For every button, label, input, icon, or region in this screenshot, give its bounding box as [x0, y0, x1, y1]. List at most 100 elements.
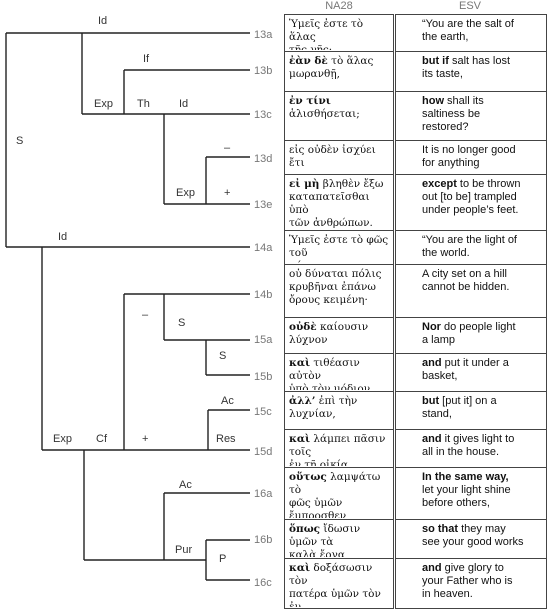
text-segment: to be thrown	[456, 178, 521, 190]
text-segment: τῶν ἀνθρώπων.	[289, 217, 373, 229]
bold-segment: καὶ	[289, 357, 311, 369]
table-column-border	[395, 14, 396, 608]
label-dash-2: –	[142, 309, 149, 321]
text-segment: its taste,	[422, 68, 463, 80]
verse-ref-15c: 15c	[254, 406, 272, 418]
table-row-border	[395, 264, 547, 265]
tree-lines	[5, 32, 250, 581]
verse-ref-16b: 16b	[254, 534, 272, 546]
table-row-border	[395, 174, 547, 175]
text-line: καὶ δοξάσωσιν τὸν	[289, 562, 391, 588]
text-line: “You are the light of	[422, 234, 543, 247]
label-p: P	[219, 553, 226, 565]
text-segment: restored?	[422, 121, 469, 133]
text-segment: [put it] on a	[439, 395, 497, 407]
text-segment: μωρανθῇ,	[289, 68, 340, 80]
text-line: so that they may	[422, 523, 543, 536]
text-line: its taste,	[422, 68, 543, 81]
label-th: Th	[137, 98, 150, 110]
greek-cell-13d: εἰς οὐδὲν ἰσχύει ἔτι	[289, 144, 391, 173]
table-row-border	[284, 353, 394, 354]
text-line: in heaven.	[422, 588, 543, 601]
text-line: ἐὰν δὲ τὸ ἅλας	[289, 55, 391, 68]
text-line: the world.	[422, 247, 543, 260]
text-line: but if salt has lost	[422, 55, 543, 68]
verse-ref-13e: 13e	[254, 199, 272, 211]
table-row-border	[395, 140, 547, 141]
text-segment: εἰς οὐδὲν ἰσχύει ἔτι	[289, 144, 376, 169]
text-line: κρυβῆναι ἐπάνω	[289, 281, 391, 294]
text-segment: all in the house.	[422, 446, 500, 458]
label-plus-1: +	[224, 187, 230, 199]
table-row-border	[284, 467, 394, 468]
text-line: τῶν ἀνθρώπων.	[289, 217, 391, 229]
label-res: Res	[216, 433, 236, 445]
text-segment: let your light shine	[422, 484, 511, 496]
text-segment: “You are the light of	[422, 234, 517, 246]
text-segment: cannot be hidden.	[422, 281, 510, 293]
label-exp-1: Exp	[94, 98, 113, 110]
text-line: saltiness be	[422, 108, 543, 121]
text-line: basket,	[422, 370, 543, 383]
text-line: “You are the salt of	[422, 18, 543, 31]
text-segment: Ὑμεῖς ἐστε τὸ φῶς τοῦ	[289, 234, 389, 259]
verse-ref-13a: 13a	[254, 29, 273, 41]
text-segment: τῆς γῆς·	[289, 44, 333, 50]
text-segment: καλὰ ἔργα	[289, 549, 345, 557]
label-plus-2: +	[142, 433, 148, 445]
text-line: cannot be hidden.	[422, 281, 543, 294]
label-exp-2: Exp	[176, 187, 195, 199]
text-segment: they may	[458, 523, 506, 535]
table-row-border	[395, 91, 547, 92]
text-segment: καίουσιν λύχνον	[289, 321, 369, 346]
label-pur: Pur	[175, 544, 192, 556]
text-line: τῆς γῆς·	[289, 44, 391, 50]
text-line: καὶ λάμπει πᾶσιν τοῖς	[289, 433, 391, 459]
text-line: Ὑμεῖς ἐστε τὸ ἅλας	[289, 18, 391, 44]
text-line: καλὰ ἔργα	[289, 549, 391, 557]
text-segment: saltiness be	[422, 108, 481, 120]
text-line: Ὑμεῖς ἐστε τὸ φῶς τοῦ	[289, 234, 391, 260]
text-segment: πατέρα ὑμῶν τὸν ἐν	[289, 588, 381, 607]
text-segment: a lamp	[422, 334, 456, 346]
label-exp-3: Exp	[53, 433, 72, 445]
text-segment: for anything	[422, 157, 480, 169]
table-row-border	[284, 264, 394, 265]
greek-cell-15a: οὐδὲ καίουσιν λύχνον	[289, 321, 391, 352]
text-line: the earth,	[422, 31, 543, 44]
text-line: under people’s feet.	[422, 204, 543, 217]
label-id-top: Id	[98, 15, 107, 27]
text-segment: ὄρους κειμένη·	[289, 294, 368, 306]
table-row-border	[284, 608, 394, 609]
text-segment: οὐ δύναται πόλις	[289, 268, 382, 280]
bold-segment: but if	[422, 55, 449, 67]
verse-ref-13d: 13d	[254, 153, 272, 165]
label-s: S	[16, 135, 23, 147]
verse-ref-15b: 15b	[254, 371, 272, 383]
label-ac-2: Ac	[179, 479, 192, 491]
table-row-border	[284, 14, 394, 15]
verse-ref-13b: 13b	[254, 65, 272, 77]
text-line: and put it under a	[422, 357, 543, 370]
text-segment: ἐπὶ τὴν λυχνίαν,	[289, 395, 358, 420]
greek-cell-14a: Ὑμεῖς ἐστε τὸ φῶς τοῦκόσμου.	[289, 234, 391, 263]
text-line: εἰς οὐδὲν ἰσχύει ἔτι	[289, 144, 391, 170]
table-row-border	[395, 391, 547, 392]
text-line: In the same way,	[422, 471, 543, 484]
table-row-border	[395, 608, 547, 609]
header-greek: NA28	[325, 0, 353, 12]
table-row-border	[395, 519, 547, 520]
verse-references: 13a13b13c13d13e14a14b15a15b15c15d16a16b1…	[254, 29, 273, 589]
text-line: a lamp	[422, 334, 543, 347]
bold-segment: Nor	[422, 321, 441, 333]
